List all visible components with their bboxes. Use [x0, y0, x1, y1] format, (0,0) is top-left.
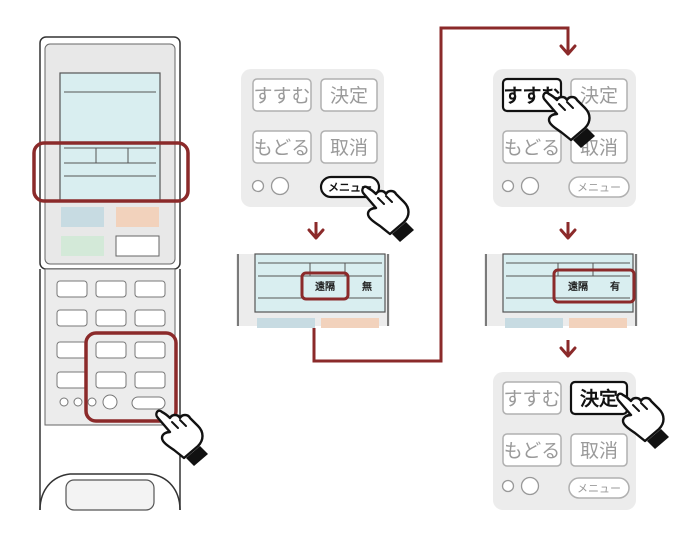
- modoru-label: もどる: [254, 137, 311, 159]
- menu-label: メニュー: [577, 482, 621, 495]
- step-display-after: 遠隔 有: [484, 253, 638, 328]
- menu-button[interactable]: [568, 176, 630, 198]
- remote-keypad: [56, 280, 166, 410]
- panel-highlight: [84, 331, 178, 423]
- setting-item: 遠隔: [315, 280, 335, 293]
- susumu-label: すすむ: [253, 85, 310, 107]
- flow-connector: [312, 26, 570, 363]
- step-kettei-panel: すすむ 決定 もどる 取消 メニュー: [493, 372, 671, 510]
- setting-value: 無: [362, 280, 372, 293]
- down-arrow-icon: [559, 220, 577, 240]
- orange-button[interactable]: [116, 207, 159, 227]
- remote-setting-highlight: [300, 271, 350, 301]
- kettei-button[interactable]: [570, 78, 628, 112]
- kettei-label: 決定: [580, 85, 618, 107]
- susumu-label: すすむ: [503, 388, 560, 410]
- down-arrow-icon: [307, 220, 325, 240]
- down-arrow-icon: [559, 338, 577, 358]
- green-button[interactable]: [61, 236, 104, 256]
- modoru-label: もどる: [504, 440, 561, 462]
- kettei-label: 決定: [580, 387, 618, 410]
- step-susumu-panel: すすむ 決定 もどる 取消 メニュー: [493, 69, 636, 207]
- menu-label: メニュー: [328, 181, 372, 194]
- menu-button[interactable]: [568, 477, 630, 499]
- step-display-before: 遠隔 無: [236, 253, 390, 328]
- modoru-button[interactable]: [502, 433, 562, 467]
- modoru-button[interactable]: [252, 130, 312, 164]
- modoru-label: もどる: [504, 137, 561, 159]
- setting-value: 有: [610, 280, 620, 293]
- torikeshi-label: 取消: [330, 137, 368, 159]
- pointing-hand-icon: [361, 185, 416, 244]
- remote-setting-highlight: [552, 268, 636, 304]
- blue-button[interactable]: [61, 207, 104, 227]
- pointing-hand-icon: [155, 409, 210, 468]
- remote-control: [32, 36, 210, 511]
- step-menu-panel: すすむ 決定 もどる 取消 メニュー: [241, 69, 416, 244]
- torikeshi-button[interactable]: [320, 130, 378, 164]
- torikeshi-label: 取消: [580, 137, 618, 159]
- lcd-highlight: [32, 141, 190, 203]
- torikeshi-button[interactable]: [570, 433, 628, 467]
- modoru-button[interactable]: [502, 130, 562, 164]
- kettei-label: 決定: [330, 85, 368, 107]
- white-button[interactable]: [115, 235, 160, 257]
- torikeshi-label: 取消: [580, 440, 618, 462]
- kettei-button[interactable]: [320, 78, 378, 112]
- menu-label: メニュー: [577, 181, 621, 194]
- susumu-button[interactable]: [502, 381, 562, 415]
- setting-item: 遠隔: [568, 280, 588, 293]
- susumu-button[interactable]: [252, 78, 312, 112]
